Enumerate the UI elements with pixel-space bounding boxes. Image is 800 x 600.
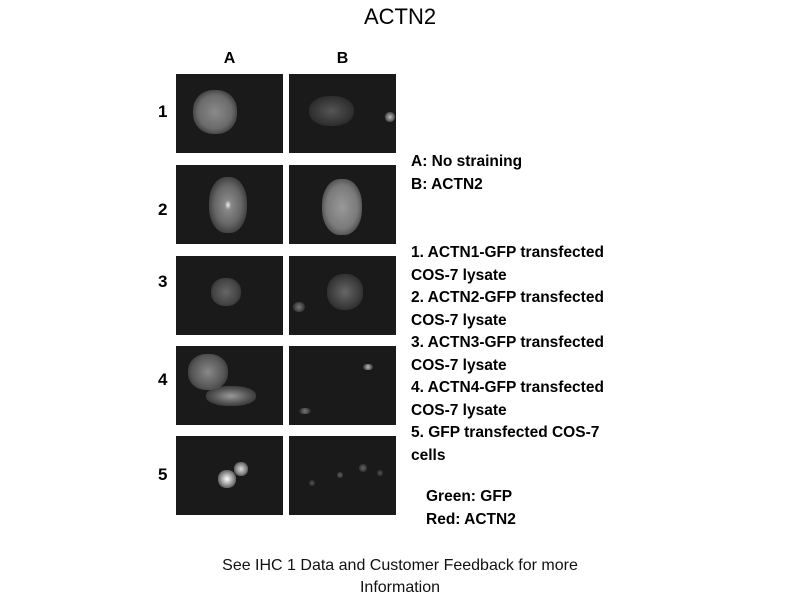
legend-item: 4. ACTN4-GFP transfected [411, 379, 604, 396]
micrograph-5a [176, 436, 283, 515]
legend-item: 2. ACTN2-GFP transfected [411, 289, 604, 306]
micrograph-2b [289, 165, 396, 244]
legend-item: COS-7 lysate [411, 401, 507, 419]
footer-note: See IHC 1 Data and Customer Feedback for… [0, 555, 800, 599]
footer-line: Information [359, 579, 441, 596]
footer-line: See IHC 1 Data and Customer Feedback for… [222, 557, 578, 574]
row-label-2: 2 [158, 200, 168, 219]
micrograph-4a [176, 346, 283, 425]
figure-title: ACTN2 [363, 4, 437, 29]
row-legend: 1. ACTN1-GFP transfected COS-7 lysate 2.… [411, 242, 604, 467]
micrograph-4b [289, 346, 396, 425]
legend-item: COS-7 lysate [411, 266, 507, 284]
legend-item: COS-7 lysate [411, 311, 507, 329]
micrograph-2a [176, 165, 283, 244]
legend-item: 3. ACTN3-GFP transfected [411, 334, 604, 351]
legend-item: 1. ACTN1-GFP transfected [411, 244, 604, 261]
legend-item: A: No straining [411, 153, 523, 170]
color-legend: Green: GFP Red: ACTN2 [426, 486, 516, 531]
legend-item: B: ACTN2 [411, 175, 483, 193]
legend-item: cells [411, 446, 446, 464]
legend-item: COS-7 lysate [411, 356, 507, 374]
legend-item: Green: GFP [426, 488, 513, 505]
micrograph-3b [289, 256, 396, 335]
column-label-b: B [336, 50, 349, 67]
micrograph-5b [289, 436, 396, 515]
micrograph-1b [289, 74, 396, 153]
column-legend: A: No straining B: ACTN2 [411, 151, 522, 196]
row-label-4: 4 [158, 370, 168, 389]
column-label-a: A [223, 50, 236, 67]
legend-item: Red: ACTN2 [426, 510, 516, 528]
micrograph-3a [176, 256, 283, 335]
row-label-5: 5 [158, 465, 168, 484]
row-label-1: 1 [158, 102, 168, 121]
legend-item: 5. GFP transfected COS-7 [411, 424, 600, 441]
row-label-3: 3 [158, 272, 168, 291]
micrograph-1a [176, 74, 283, 153]
